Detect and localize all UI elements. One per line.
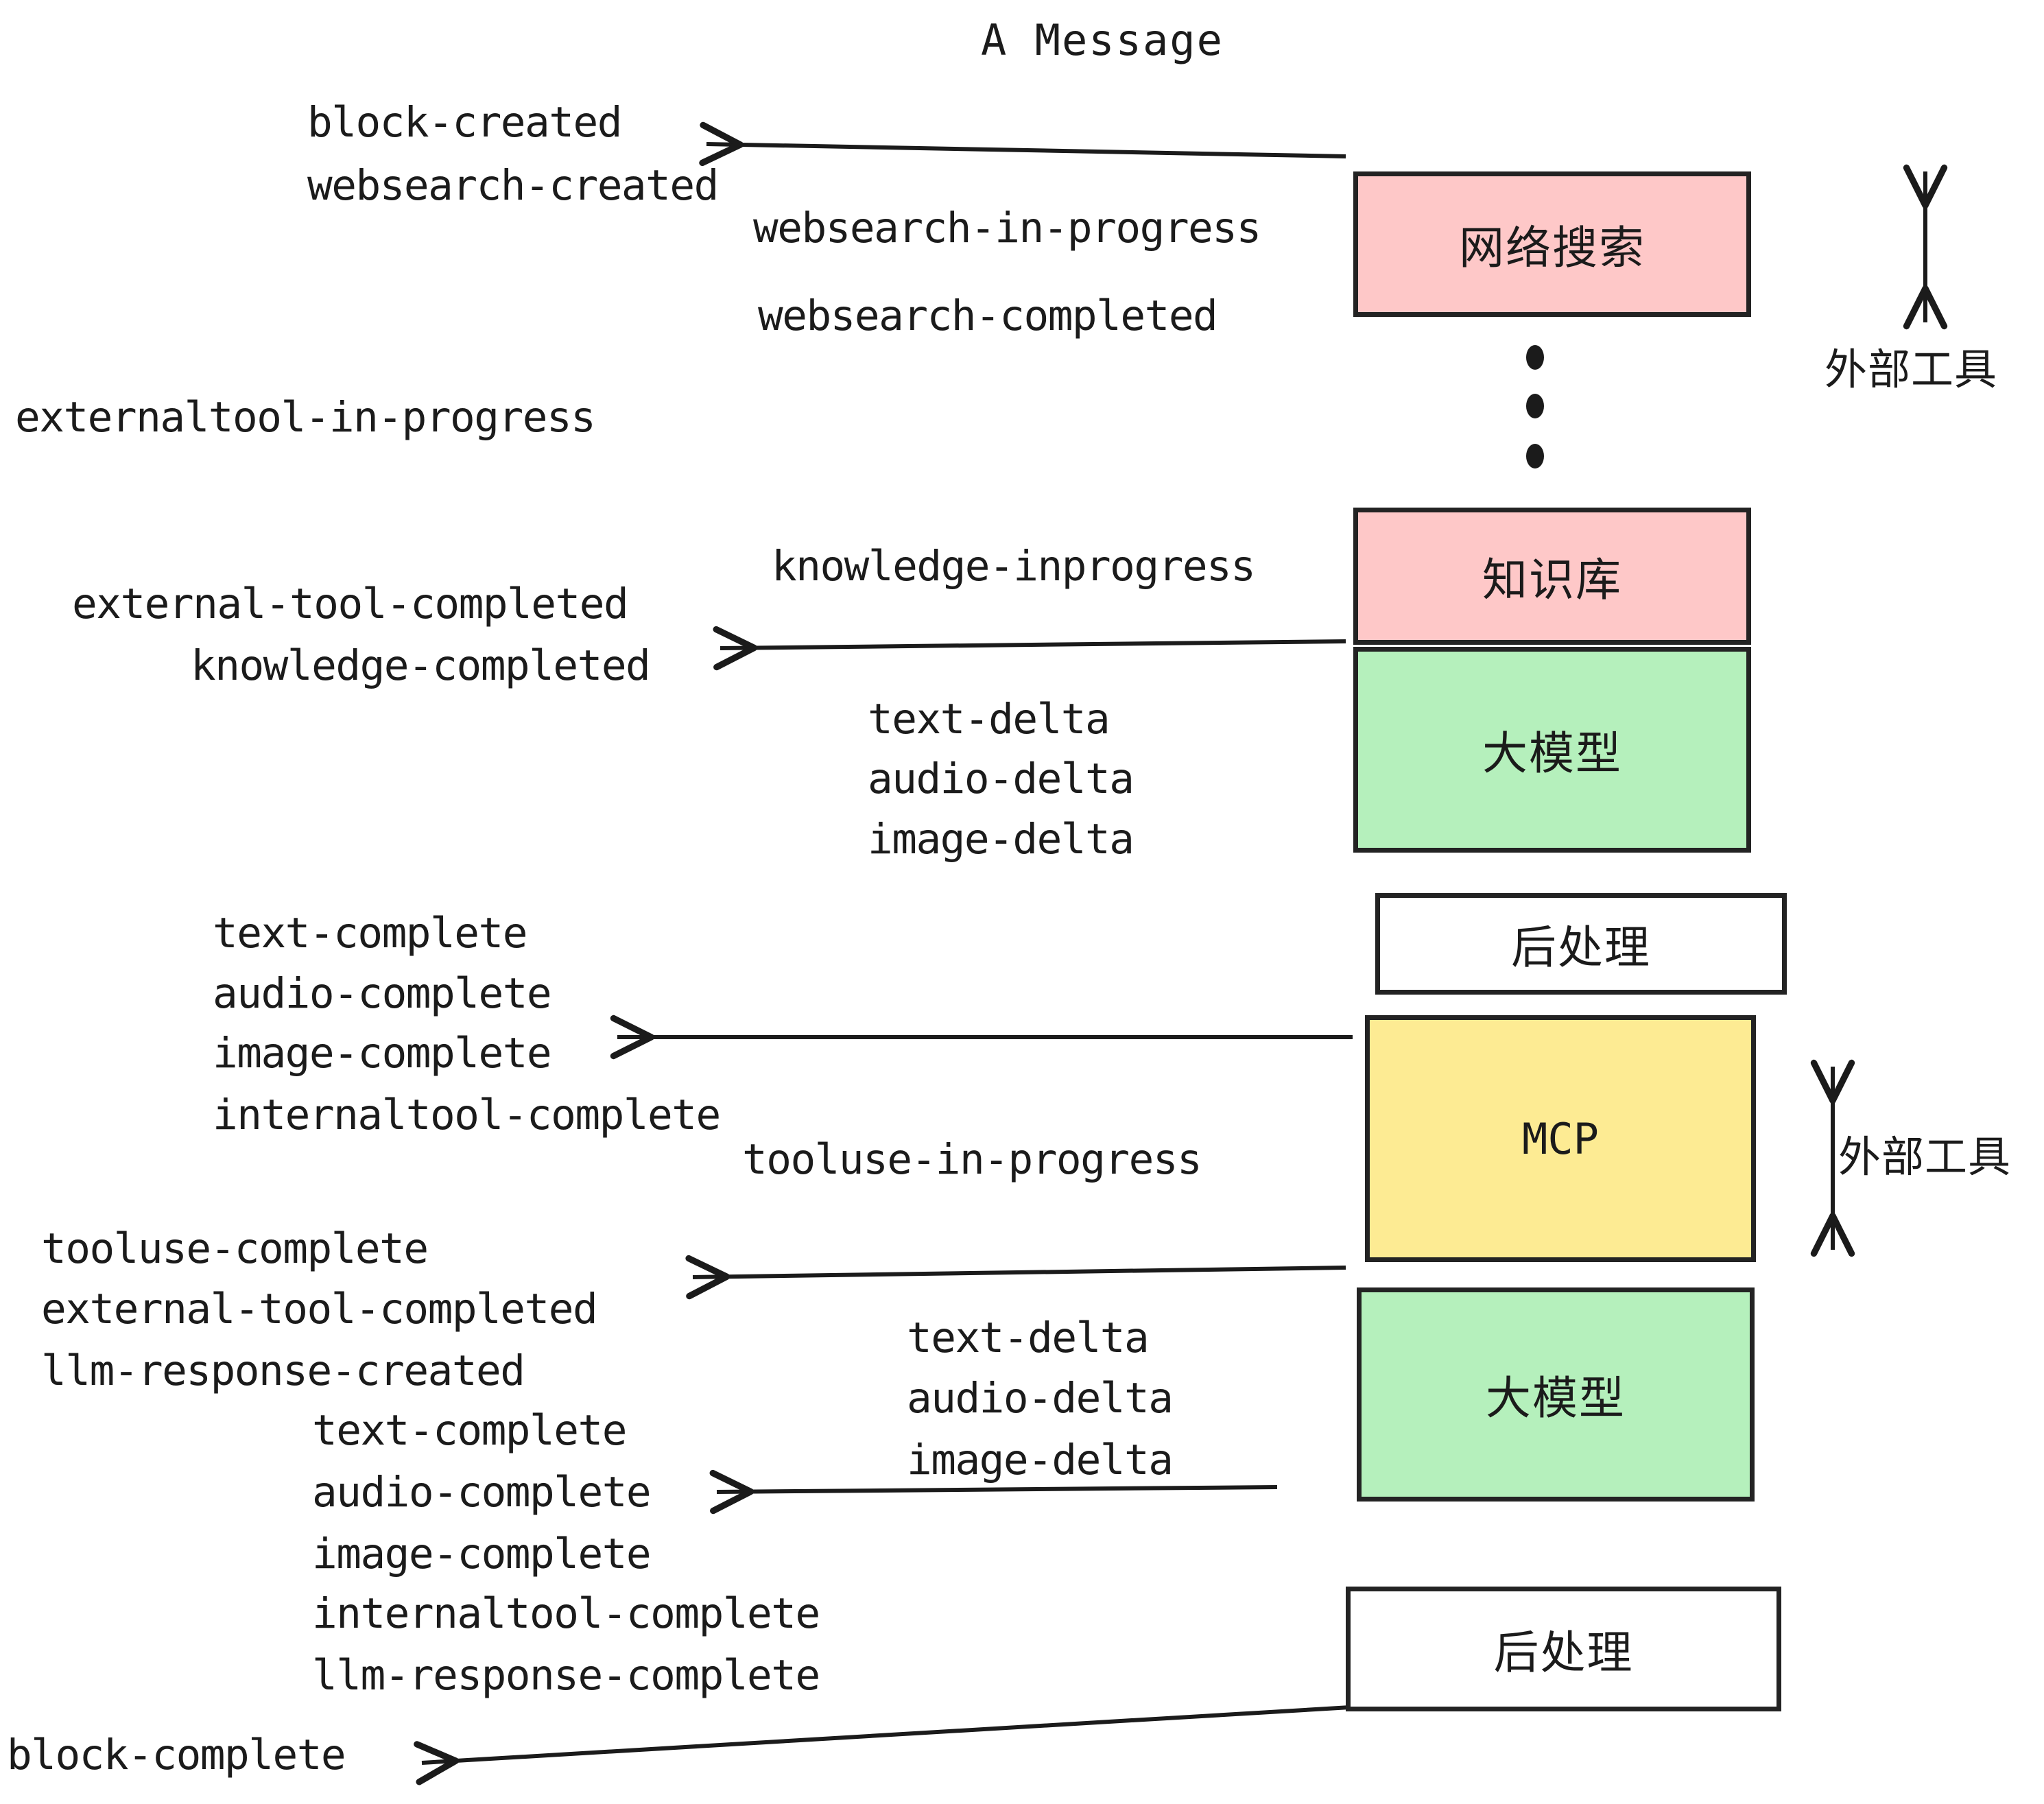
box-websearch-label: 网络搜索 — [1459, 222, 1645, 274]
event-image-delta-2: image-delta — [907, 1436, 1174, 1484]
side-label-external-tool-bottom: 外部工具 — [1838, 1122, 2011, 1184]
event-knowledge-inprogress: knowledge-inprogress — [772, 542, 1256, 591]
arrow-knowledge-completed — [713, 626, 1346, 671]
box-postprocess-2-label: 后处理 — [1493, 1626, 1634, 1679]
event-externaltool-in-progress: externaltool-in-progress — [15, 393, 596, 442]
event-image-delta-1: image-delta — [868, 815, 1134, 864]
box-postprocess-2[interactable]: 后处理 — [1346, 1587, 1781, 1711]
event-block-created: block-created — [307, 98, 622, 147]
event-internaltool-complete-2: internaltool-complete — [312, 1589, 820, 1638]
event-image-complete-2: image-complete — [312, 1530, 652, 1578]
box-websearch[interactable]: 网络搜索 — [1353, 171, 1751, 317]
event-external-tool-completed-2: external-tool-completed — [41, 1285, 598, 1333]
event-llm-response-created: llm-response-created — [41, 1346, 525, 1395]
arrow-websearch-created — [699, 121, 1346, 167]
event-text-delta-2: text-delta — [907, 1314, 1150, 1362]
event-audio-delta-1: audio-delta — [868, 755, 1134, 803]
event-audio-complete-2: audio-complete — [312, 1468, 652, 1517]
box-llm-2[interactable]: 大模型 — [1357, 1287, 1755, 1502]
event-text-delta-1: text-delta — [868, 695, 1110, 744]
event-websearch-created: websearch-created — [307, 161, 719, 210]
event-external-tool-completed-1: external-tool-completed — [72, 580, 629, 628]
box-postprocess-1-label: 后处理 — [1511, 921, 1651, 974]
event-tooluse-complete: tooluse-complete — [41, 1224, 429, 1273]
box-llm-1-label: 大模型 — [1482, 727, 1622, 780]
page-title: A Message — [981, 15, 1224, 65]
arrow-audio-complete-2 — [709, 1469, 1278, 1515]
event-websearch-in-progress: websearch-in-progress — [753, 204, 1261, 252]
box-knowledge[interactable]: 知识库 — [1353, 508, 1751, 645]
box-postprocess-1[interactable]: 后处理 — [1375, 893, 1787, 995]
box-knowledge-label: 知识库 — [1482, 554, 1622, 606]
event-internaltool-complete-1: internaltool-complete — [213, 1091, 721, 1139]
event-image-complete-1: image-complete — [213, 1029, 552, 1078]
event-text-complete-2: text-complete — [312, 1406, 627, 1455]
arrow-tooluse-complete — [685, 1255, 1346, 1300]
side-label-external-tool-bottom-text: 外部工具 — [1838, 1132, 2012, 1182]
box-llm-2-label: 大模型 — [1486, 1372, 1626, 1425]
event-tooluse-in-progress: tooluse-in-progress — [742, 1135, 1202, 1184]
side-label-external-tool-top-text: 外部工具 — [1825, 344, 1998, 394]
event-websearch-completed: websearch-completed — [758, 292, 1218, 340]
vertical-ellipsis-icon — [1526, 345, 1544, 468]
box-llm-1[interactable]: 大模型 — [1353, 647, 1751, 853]
event-block-complete: block-complete — [7, 1731, 346, 1779]
event-text-complete-1: text-complete — [213, 909, 527, 958]
event-audio-complete-1: audio-complete — [213, 969, 552, 1018]
event-llm-response-complete: llm-response-complete — [312, 1651, 820, 1700]
box-mcp-label: MCP — [1522, 1113, 1599, 1164]
side-label-external-tool-top: 外部工具 — [1825, 335, 1997, 396]
arrow-block-complete — [414, 1705, 1362, 1785]
event-knowledge-completed: knowledge-completed — [191, 641, 651, 690]
event-audio-delta-2: audio-delta — [907, 1374, 1174, 1423]
box-mcp[interactable]: MCP — [1365, 1015, 1756, 1262]
